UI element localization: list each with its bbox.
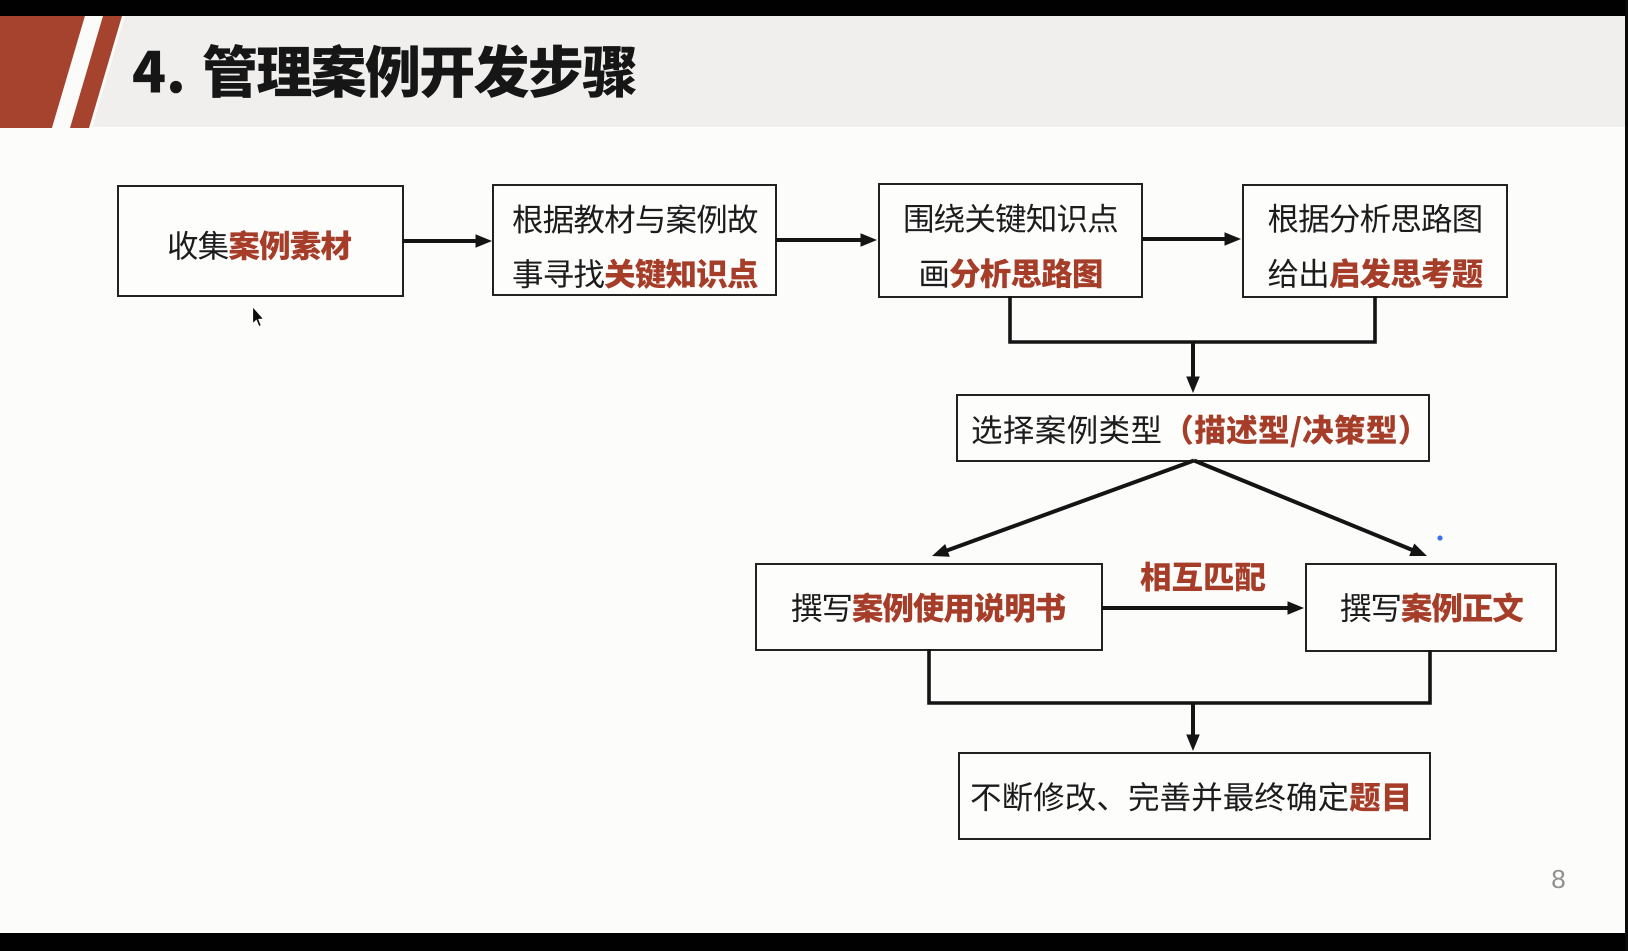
svg-text:8: 8 — [1551, 864, 1565, 894]
